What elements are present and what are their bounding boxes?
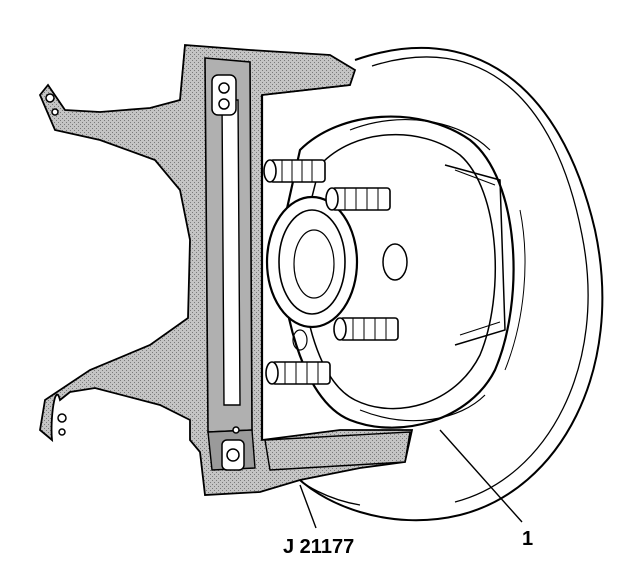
rotor-gauge-tool [38,44,414,496]
wheel-stud-lower-right [333,317,399,341]
callout-part-label: 1 [522,528,533,550]
callout-tool-label: J 21177 [283,536,354,558]
wheel-stud-top [263,159,326,183]
wheel-studs [263,159,399,385]
wheel-stud-upper-right [325,187,391,211]
callout-leaders [299,429,523,529]
gauge-slot [221,99,241,406]
wheel-stud-bottom [265,361,331,385]
upper-lock-screw [211,74,237,116]
hub-center-bore [265,195,408,351]
gauge-adjust-screws [45,74,245,471]
leader-part [439,429,523,523]
leader-tool [299,484,317,529]
